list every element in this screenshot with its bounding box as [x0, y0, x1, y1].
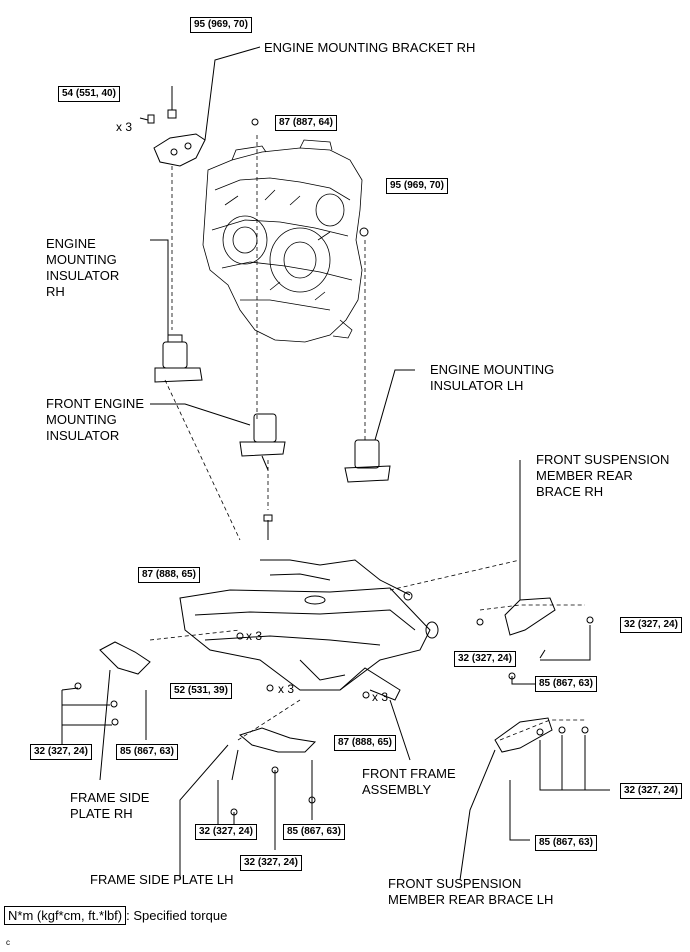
torque-box: 87 (887, 64)	[275, 115, 337, 131]
torque-box: 32 (327, 24)	[195, 824, 257, 840]
side-plate-lh-drawing	[179, 727, 317, 880]
label-side-plate-lh: FRAME SIDE PLATE LH	[90, 872, 234, 887]
quantity-label: x 3	[372, 690, 389, 704]
alignment-lines	[149, 135, 585, 741]
legend-text: : Specified torque	[126, 908, 228, 923]
torque-box: 32 (327, 24)	[620, 783, 682, 799]
front-insulator-drawing	[150, 403, 286, 471]
torque-box: 85 (867, 63)	[535, 835, 597, 851]
quantity-label: x 3	[278, 682, 295, 696]
torque-box: 85 (867, 63)	[116, 744, 178, 760]
torque-box: 32 (327, 24)	[240, 855, 302, 871]
brace-rh-drawing	[504, 460, 591, 661]
label-bracket-rh: ENGINE MOUNTING BRACKET RH	[264, 40, 476, 55]
torque-box: 52 (531, 39)	[170, 683, 232, 699]
front-frame-drawing	[179, 514, 439, 761]
torque-box: 87 (888, 65)	[138, 567, 200, 583]
engine-assembly-drawing	[202, 139, 363, 343]
fasteners	[74, 118, 594, 825]
torque-box: 32 (327, 24)	[454, 651, 516, 667]
quantity-label: x 3	[116, 120, 133, 134]
bracket-rh-drawing	[139, 46, 261, 167]
torque-box: 54 (551, 40)	[58, 86, 120, 102]
legend-unit-box: N*m (kgf*cm, ft.*lbf)	[4, 906, 127, 925]
torque-box: 95 (969, 70)	[386, 178, 448, 194]
insulator-rh-drawing	[150, 239, 203, 383]
torque-box: 32 (327, 24)	[620, 617, 682, 633]
side-plate-rh-drawing	[61, 641, 151, 781]
torque-box: 85 (867, 63)	[535, 676, 597, 692]
torque-box: 32 (327, 24)	[30, 744, 92, 760]
brace-lh-drawing	[459, 717, 610, 881]
figure-code: c	[6, 938, 10, 947]
quantity-label: x 3	[246, 629, 263, 643]
torque-box: 95 (969, 70)	[190, 17, 252, 33]
torque-box: 87 (888, 65)	[334, 735, 396, 751]
torque-box: 85 (867, 63)	[283, 824, 345, 840]
torque-legend: N*m (kgf*cm, ft.*lbf): Specified torque	[4, 906, 228, 925]
insulator-lh-drawing	[344, 369, 415, 483]
